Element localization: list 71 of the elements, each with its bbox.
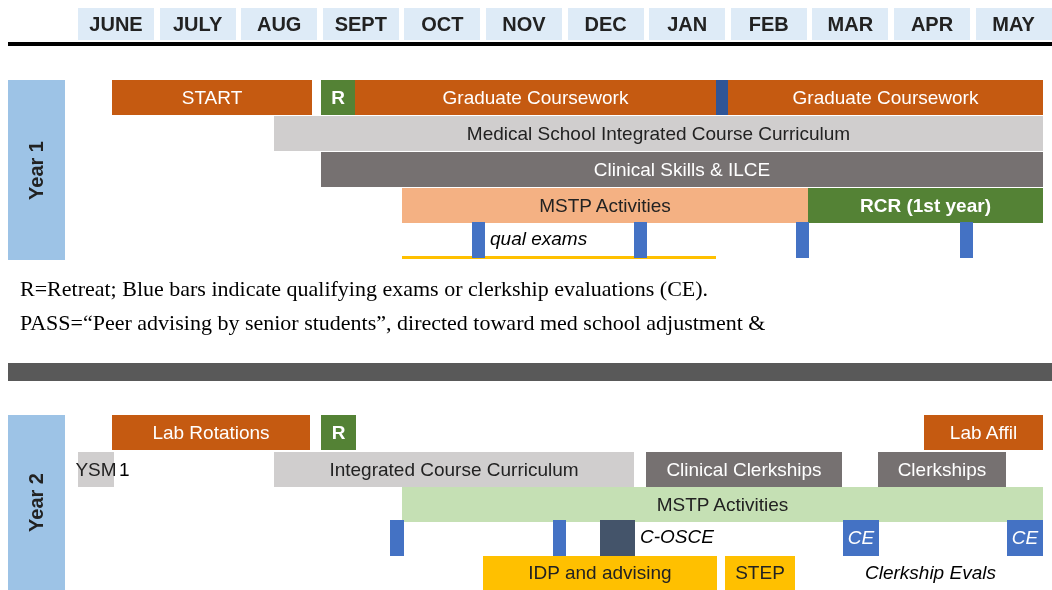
timeline-bar <box>355 80 716 115</box>
bar-label: Clerkships <box>897 458 987 481</box>
timeline-bar <box>112 415 310 450</box>
bar-label: MSTP Activities <box>656 493 789 516</box>
month-label: AUG <box>241 8 318 40</box>
exam-bar <box>390 520 404 556</box>
bar-label: Lab Affil <box>949 421 1018 444</box>
timeline-bar <box>274 116 1043 151</box>
annotation-text: C-OSCE <box>640 526 714 548</box>
timeline-bar <box>78 452 114 487</box>
month-label: OCT <box>404 8 481 40</box>
divider-band <box>8 363 1052 381</box>
bar-label: RCR (1st year) <box>860 194 991 217</box>
timeline-bar <box>725 556 795 590</box>
bar-label: IDP and advising <box>528 562 672 584</box>
note-text: PASS=“Peer advising by senior students”, directed toward med school adjustment & <box>20 310 766 336</box>
timeline-bar <box>728 80 1043 115</box>
timeline-bar <box>321 152 1043 187</box>
month-label: NOV <box>486 8 562 40</box>
timeline-bar <box>402 487 1043 522</box>
month-label: DEC <box>567 8 644 40</box>
month-label: MAR <box>812 8 889 40</box>
timeline-bar <box>843 520 879 556</box>
bar-label: Graduate Coursework <box>442 86 629 109</box>
exam-bar <box>472 222 485 258</box>
annotation-text: qual exams <box>490 228 588 250</box>
month-label: SEPT <box>322 8 399 40</box>
month-label: APR <box>894 8 970 40</box>
bar-label: Clinical Skills & ILCE <box>593 158 771 181</box>
bar-label: Medical School Integrated Course Curriculum <box>466 122 851 145</box>
bar-label: STEP <box>735 562 785 584</box>
bar-label: Integrated Course Curriculum <box>329 458 579 481</box>
year-label: Year 2 <box>25 473 48 532</box>
month-label: JULY <box>159 8 236 40</box>
bar-label: Graduate Coursework <box>792 86 979 109</box>
annotation-text: Clerkship Evals <box>865 562 996 584</box>
timeline-bar <box>321 415 356 450</box>
month-label: JUNE <box>78 8 154 40</box>
exam-bar <box>960 222 973 258</box>
month-label: MAY <box>975 8 1052 40</box>
exam-bar <box>716 80 728 115</box>
bar-label: START <box>181 86 243 109</box>
timeline-bar <box>646 452 842 487</box>
bar-label: R <box>331 421 346 444</box>
bar-label: CE <box>847 527 875 549</box>
bar-label: R <box>331 86 345 109</box>
timeline-bar <box>483 556 717 590</box>
bar-label: Clinical Clerkships <box>666 458 822 481</box>
note-text: R=Retreat; Blue bars indicate qualifying exams or clerkship evaluations (CE). <box>20 276 709 302</box>
exam-bar <box>553 520 566 556</box>
bar-label: MSTP Activities <box>539 194 671 217</box>
timeline-bar <box>402 188 808 223</box>
year-band <box>8 80 65 260</box>
timeline-bar <box>924 415 1043 450</box>
exam-bar <box>634 222 647 258</box>
bar-label: YSM <box>75 458 117 481</box>
timeline-bar <box>808 188 1043 223</box>
year-band <box>8 415 65 590</box>
month-label: JAN <box>649 8 726 40</box>
timeline-bar <box>1007 520 1043 556</box>
timeline-bar <box>274 452 634 487</box>
timeline-bar <box>321 80 355 115</box>
exam-bar <box>796 222 809 258</box>
month-label: FEB <box>730 8 807 40</box>
bar-label: CE <box>1011 527 1039 549</box>
year-label: Year 1 <box>25 140 48 200</box>
timeline-bar <box>878 452 1006 487</box>
side-label: 1 <box>119 459 130 481</box>
bar-label: Lab Rotations <box>152 421 270 444</box>
exam-bar <box>600 520 635 556</box>
timeline-bar <box>112 80 312 115</box>
